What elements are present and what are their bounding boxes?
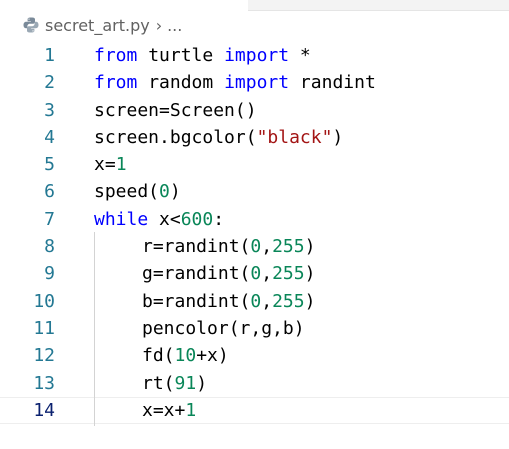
code-token: fd( — [142, 345, 175, 367]
code-token: ) — [332, 126, 344, 148]
python-icon — [22, 16, 40, 34]
code-line[interactable]: 12 fd(10+x) — [0, 342, 509, 369]
code-token: ) — [304, 290, 316, 312]
number-token: 0 — [159, 181, 170, 203]
code-line[interactable]: 7 while x<600: — [0, 206, 509, 233]
keyword-token: from — [94, 72, 138, 94]
line-text[interactable]: b=randint(0,255) — [142, 288, 315, 315]
code-line[interactable]: 4 screen.bgcolor("black") — [0, 124, 509, 151]
number-token: 91 — [174, 372, 197, 394]
code-token: ) — [304, 236, 316, 258]
code-area[interactable]: 1 from turtle import * 2 from random import… — [0, 42, 509, 425]
line-number: 2 — [44, 72, 55, 94]
line-text[interactable]: x=x+1 — [142, 398, 196, 423]
string-token: "black" — [256, 126, 333, 148]
code-token: , — [261, 236, 273, 258]
line-number: 14 — [33, 399, 55, 421]
code-line[interactable]: 13 rt(91) — [0, 370, 509, 397]
code-token: : — [213, 208, 225, 230]
code-line[interactable]: 11 pencolor(r,g,b) — [0, 315, 509, 342]
code-token: ) — [196, 372, 208, 394]
line-text[interactable]: g=randint(0,255) — [142, 260, 315, 287]
code-token: x= — [94, 154, 116, 176]
line-text[interactable]: r=randint(0,255) — [142, 233, 315, 260]
line-text[interactable]: from turtle import * — [94, 42, 311, 69]
line-number: 3 — [44, 99, 55, 121]
line-text[interactable]: screen=Screen() — [94, 97, 257, 124]
breadcrumb-filename[interactable]: secret_art.py — [45, 15, 150, 35]
code-line[interactable]: 3 screen=Screen() — [0, 97, 509, 124]
line-number: 6 — [44, 181, 55, 203]
line-number: 4 — [44, 126, 55, 148]
number-token: 255 — [272, 263, 305, 285]
code-token: * — [289, 45, 311, 66]
number-token: 600 — [180, 208, 214, 230]
line-number: 10 — [33, 290, 55, 312]
line-number: 5 — [44, 154, 55, 176]
line-number: 12 — [33, 345, 55, 367]
code-line[interactable]: 6 speed(0) — [0, 178, 509, 205]
code-token: ) — [304, 263, 316, 285]
number-token: 0 — [250, 236, 262, 258]
code-token: g=randint( — [142, 263, 251, 285]
code-token: turtle — [137, 45, 225, 66]
code-token: b=randint( — [142, 290, 251, 312]
line-text[interactable]: speed(0) — [94, 178, 181, 205]
code-token: rt( — [142, 372, 175, 394]
line-text[interactable]: while x<600: — [94, 206, 224, 233]
line-number: 8 — [44, 236, 55, 258]
number-token: 1 — [115, 154, 127, 176]
code-token: speed( — [94, 181, 160, 203]
number-token: 1 — [185, 399, 197, 421]
code-line[interactable]: 2 from random import randint — [0, 69, 509, 96]
keyword-token: import — [224, 45, 290, 66]
code-line[interactable]: 5 x=1 — [0, 151, 509, 178]
line-number: 11 — [33, 317, 55, 339]
number-token: 0 — [250, 263, 262, 285]
code-token: randint — [289, 72, 376, 94]
tab-strip — [248, 0, 509, 11]
keyword-token: while — [94, 208, 149, 230]
line-text[interactable]: fd(10+x) — [142, 342, 229, 369]
keyword-token: import — [224, 72, 290, 94]
number-token: 255 — [272, 236, 305, 258]
code-line[interactable]: 10 b=randint(0,255) — [0, 288, 509, 315]
code-token: pencolor(r,g,b) — [142, 317, 305, 339]
line-text[interactable]: screen.bgcolor("black") — [94, 124, 343, 151]
chevron-right-icon: › — [155, 15, 163, 35]
breadcrumb-bar: secret_art.py › ... — [0, 0, 509, 40]
breadcrumb-ellipsis[interactable]: ... — [167, 15, 183, 35]
line-text[interactable]: rt(91) — [142, 370, 207, 397]
code-line[interactable]: 8 r=randint(0,255) — [0, 233, 509, 260]
code-token: ) — [169, 181, 181, 203]
code-token: screen=Screen() — [94, 99, 257, 121]
line-text[interactable]: x=1 — [94, 151, 127, 178]
number-token: 255 — [272, 290, 305, 312]
line-text[interactable]: pencolor(r,g,b) — [142, 315, 305, 342]
code-token: +x) — [196, 345, 229, 367]
code-line[interactable]: 14 x=x+1 — [0, 396, 509, 425]
code-line[interactable]: 9 g=randint(0,255) — [0, 260, 509, 287]
line-number: 9 — [44, 263, 55, 285]
line-number: 7 — [44, 208, 55, 230]
code-token: random — [137, 72, 225, 94]
code-token: x=x+ — [142, 399, 186, 421]
code-token: , — [261, 290, 273, 312]
code-token: screen.bgcolor( — [94, 126, 257, 148]
breadcrumb[interactable]: secret_art.py › ... — [22, 13, 182, 37]
code-line[interactable]: 1 from turtle import * — [0, 42, 509, 69]
line-number: 1 — [44, 45, 55, 66]
keyword-token: from — [94, 45, 138, 66]
number-token: 0 — [250, 290, 262, 312]
line-text[interactable]: from random import randint — [94, 69, 376, 96]
code-token: x< — [148, 208, 181, 230]
code-token: r=randint( — [142, 236, 251, 258]
code-token: , — [261, 263, 273, 285]
line-number: 13 — [33, 372, 55, 394]
indent-guide — [94, 232, 95, 426]
number-token: 10 — [174, 345, 197, 367]
